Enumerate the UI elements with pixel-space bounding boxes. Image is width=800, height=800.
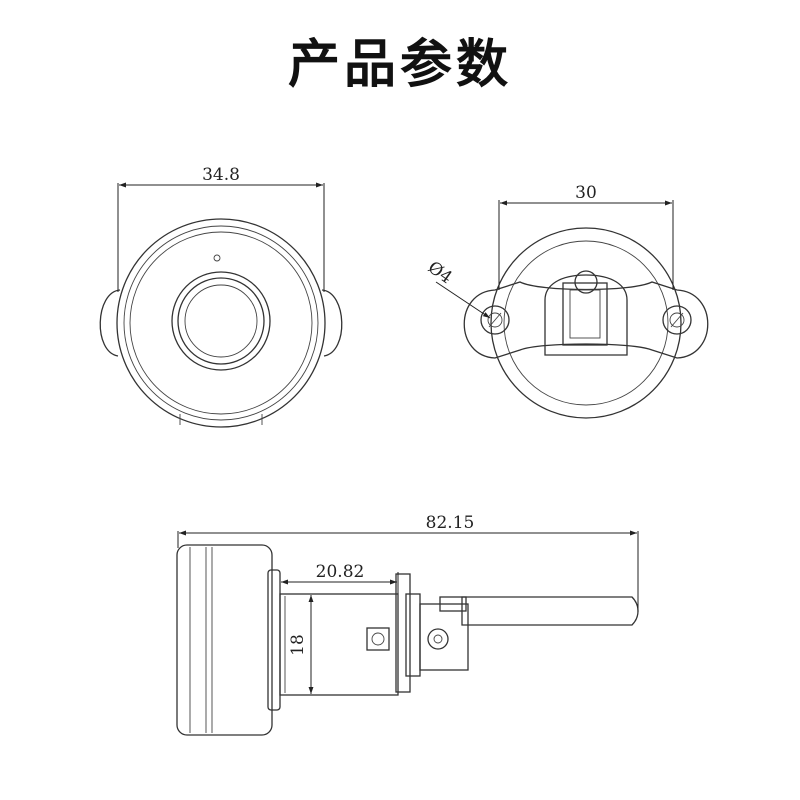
side-mount-collar	[405, 593, 421, 677]
front-ring-3	[129, 231, 313, 415]
side-pin	[371, 632, 385, 646]
front-outer-ring	[116, 218, 326, 428]
back-right-hole	[669, 312, 685, 328]
back-left-hole-boss	[480, 305, 510, 335]
total-length-label: 82.15	[426, 513, 475, 533]
side-cam-rod	[461, 596, 639, 626]
back-left-hole-slash	[488, 312, 502, 328]
front-sensor-ring	[177, 277, 265, 365]
front-sensor-outer	[171, 271, 271, 371]
back-right-hole-boss	[662, 305, 692, 335]
side-knob	[176, 544, 273, 736]
back-right-hole-slash	[670, 312, 684, 328]
side-spindle-block	[419, 603, 469, 671]
back-spindle-block	[562, 282, 608, 346]
front-left-ear	[99, 289, 121, 357]
side-mount-plate	[395, 573, 411, 693]
front-sensor-inner	[184, 284, 258, 358]
back-spindle-tip	[574, 270, 598, 294]
back-spindle-inner	[569, 289, 601, 339]
back-outer-circle	[490, 227, 682, 419]
front-notch	[179, 414, 263, 425]
front-view: 34.8	[99, 165, 343, 428]
body-length-label: 20.82	[316, 562, 365, 582]
front-indicator-dot	[213, 254, 221, 262]
front-right-ear	[321, 289, 343, 357]
body-height-label: 18	[288, 634, 308, 656]
back-inner-circle	[503, 240, 669, 406]
back-left-hole	[487, 312, 503, 328]
back-mount-plate	[463, 281, 709, 359]
back-width-label: 30	[575, 183, 597, 203]
front-ring-2	[123, 225, 319, 421]
side-spindle-hole	[433, 634, 443, 644]
side-view: 82.15 20.82 18	[176, 513, 639, 736]
page-title: 产品参数	[287, 35, 512, 95]
side-body	[279, 593, 399, 696]
side-pin-block	[366, 627, 390, 651]
side-spindle-boss	[427, 628, 449, 650]
hole-diameter-label: Ø4	[424, 258, 456, 289]
back-spindle-housing	[544, 274, 628, 356]
side-flange	[267, 569, 281, 711]
hole-leader	[435, 281, 491, 319]
front-width-label: 34.8	[202, 165, 240, 185]
side-rod-clip	[439, 596, 467, 612]
back-view: 30 Ø4	[424, 183, 709, 419]
